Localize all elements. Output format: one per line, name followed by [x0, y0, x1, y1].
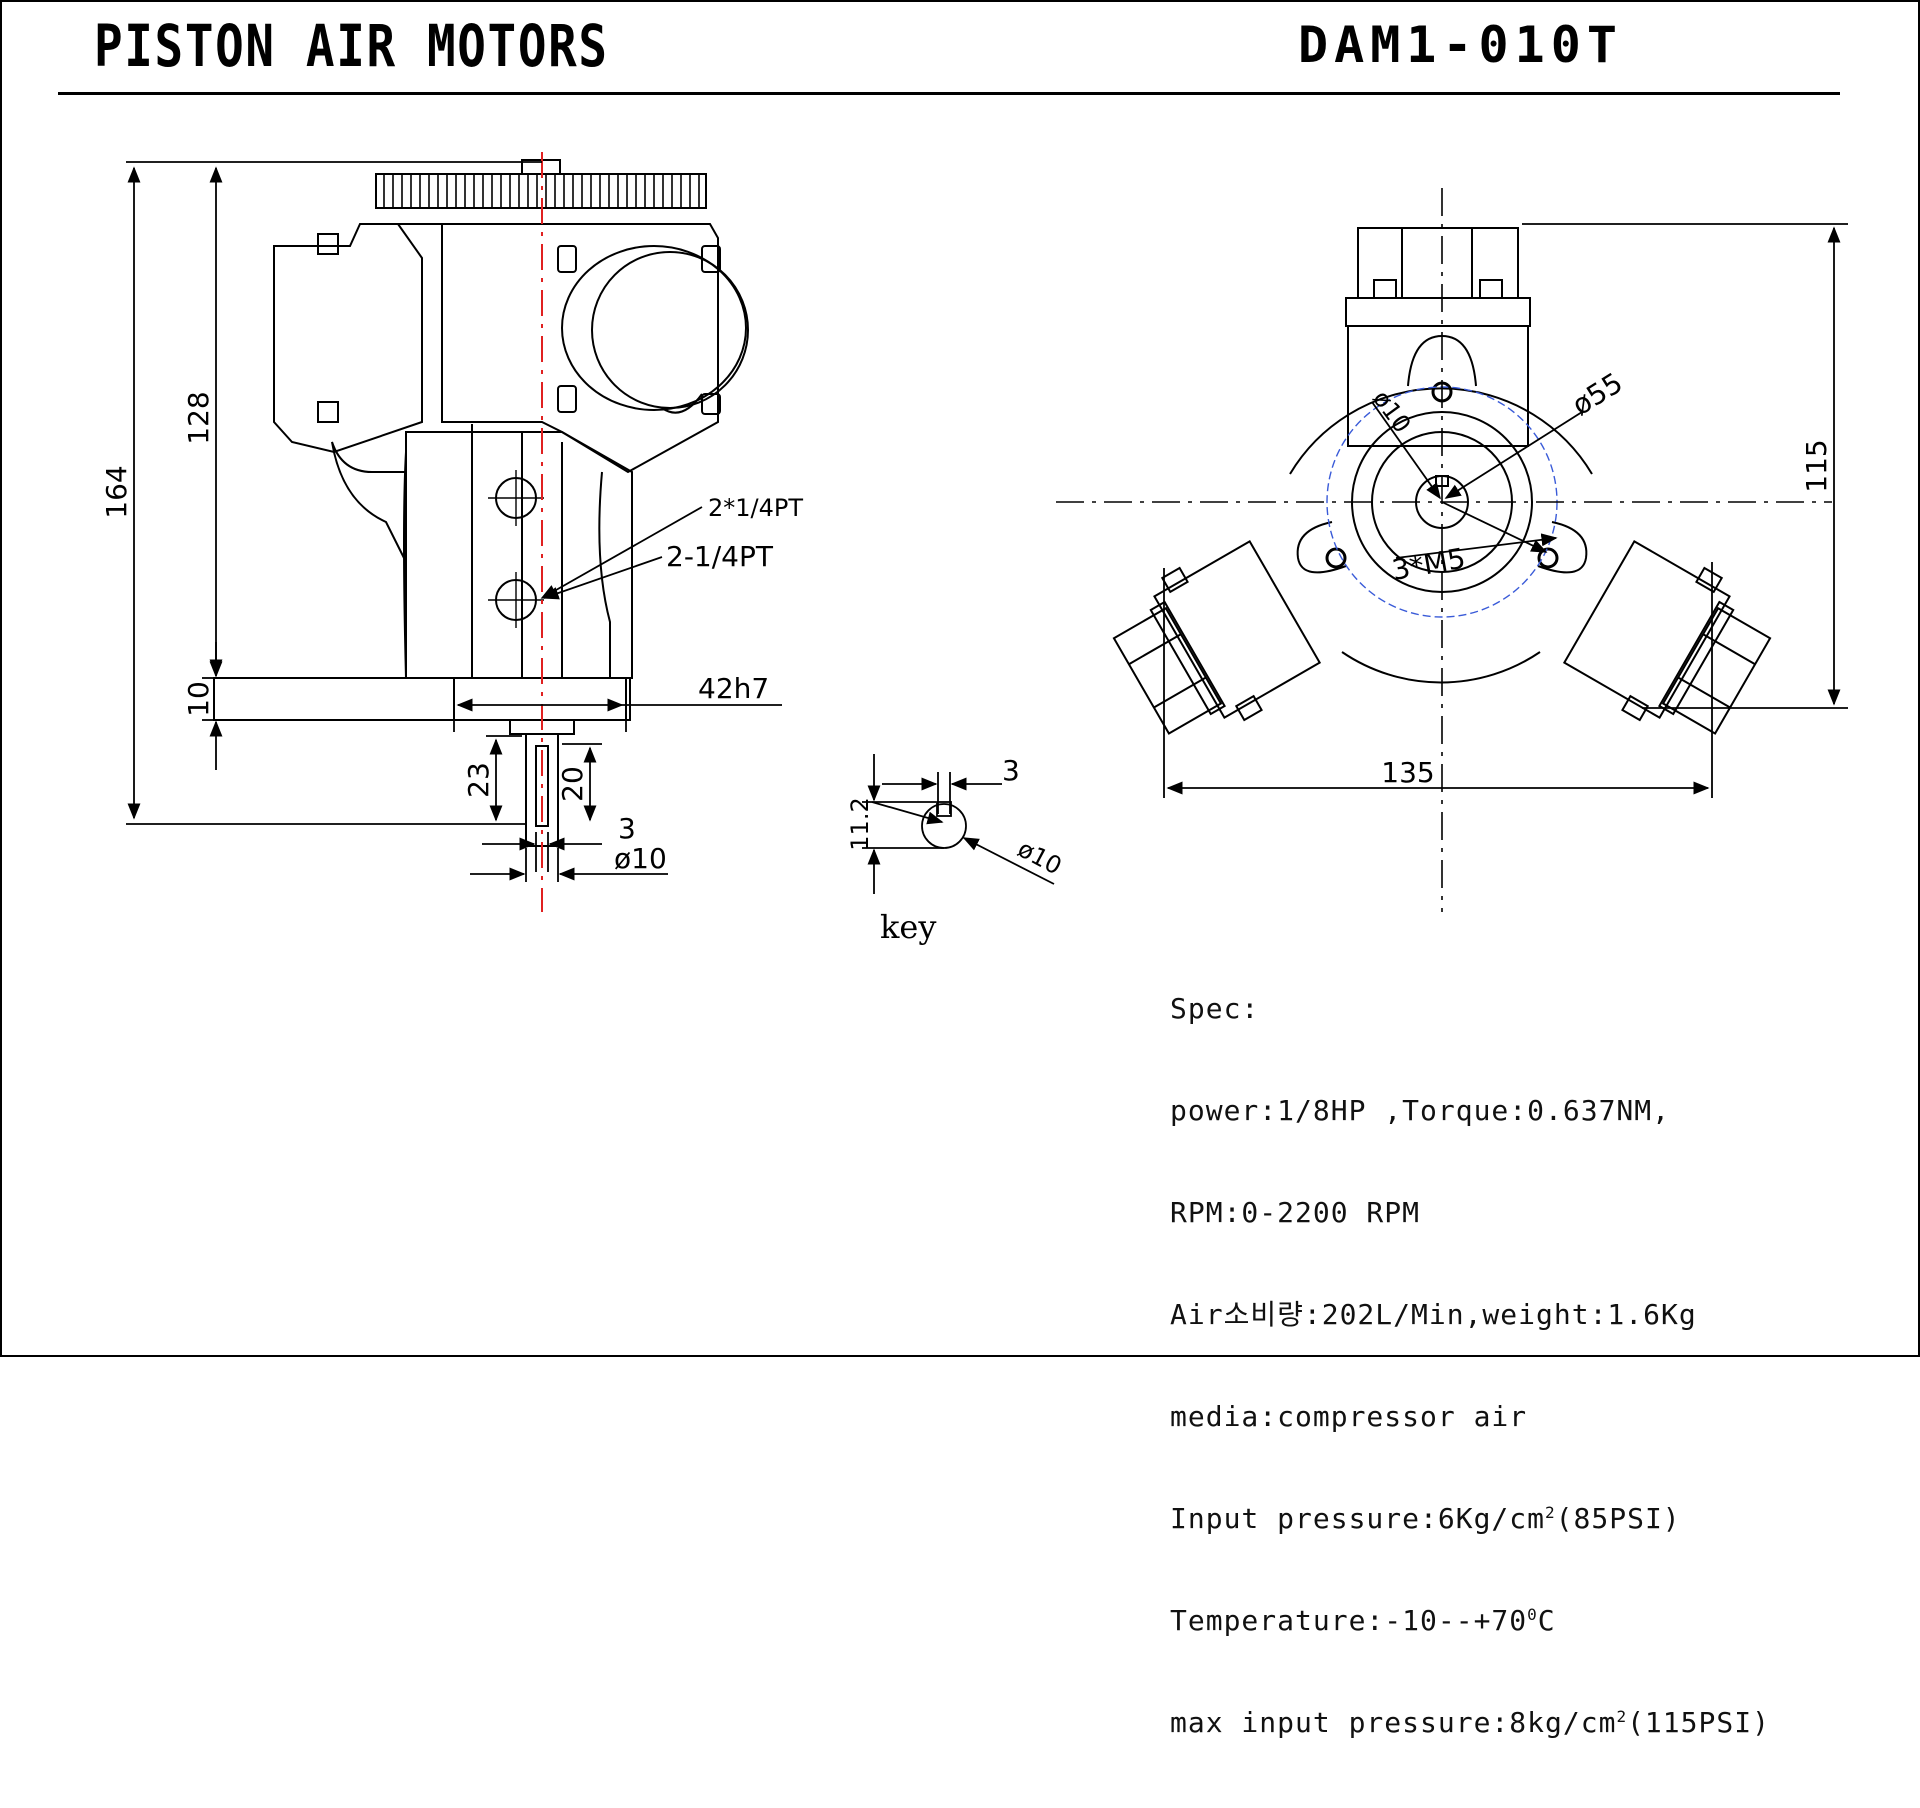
shaft-keyway [535, 745, 549, 827]
top-cylinder-flange [1345, 297, 1531, 327]
port-callout-b: 2-1/4PT [666, 540, 774, 573]
mount-hole-left [1325, 547, 1347, 569]
right-cylinder-outer [561, 245, 747, 411]
left-cylinder [1112, 540, 1322, 735]
housing-disc [1289, 387, 1593, 475]
left-piston-block [273, 223, 423, 454]
key-dim-dia: ø10 [1013, 835, 1066, 881]
dim-key-width: 3 [618, 812, 636, 845]
pilot-boss [453, 677, 627, 721]
model-number: DAM1-010T [1298, 16, 1623, 74]
mount-hole-right [1537, 547, 1559, 569]
spec-heading: Spec: [1170, 992, 1260, 1025]
dim-flange: 10 [182, 681, 215, 717]
front-dim-pcd: ø55 [1566, 366, 1628, 422]
dim-body-height: 128 [182, 391, 215, 444]
port-callout-a: 2*1/4PT [708, 494, 803, 522]
plate-lobe-right [1537, 521, 1588, 574]
spec-block: Spec: power:1/8HP ,Torque:0.637NM, RPM:0… [1170, 924, 1770, 1808]
spec-input-pressure: Input pressure:6Kg/cm2(85PSI) [1170, 1502, 1681, 1535]
right-cylinder [1562, 540, 1772, 735]
dim-overall-height: 164 [100, 465, 133, 518]
spec-power: power:1/8HP ,Torque:0.637NM, [1170, 1094, 1671, 1127]
front-dim-pilot: ø10 [1367, 385, 1416, 438]
key-slot [936, 801, 952, 817]
spec-temperature: Temperature:-10--+700C [1170, 1604, 1556, 1637]
side-view-dimensions [126, 161, 782, 882]
technical-drawing: 164 128 10 42h7 23 20 3 ø10 2*1/4PT 2-1/… [100, 152, 1848, 946]
key-detail [862, 754, 1055, 894]
bolt-head [317, 233, 339, 255]
dim-shaft-20: 20 [556, 766, 589, 802]
upper-housing [362, 223, 719, 474]
spec-max-pressure: max input pressure:8kg/cm2(115PSI) [1170, 1706, 1770, 1739]
lower-body [405, 431, 633, 679]
key-dim-width: 3 [1002, 754, 1020, 787]
dim-pilot: 42h7 [698, 672, 769, 705]
top-cylinder-head [1357, 227, 1519, 299]
plate-lobe-left [1296, 521, 1347, 574]
front-dim-height: 115 [1800, 439, 1833, 492]
title-rule [58, 92, 1840, 95]
spec-media: media:compressor air [1170, 1400, 1528, 1433]
drawing-sheet: PISTON AIR MOTORS DAM1-010T [0, 0, 1920, 1739]
dim-shaft-dia: ø10 [614, 842, 667, 875]
bolt-head [557, 385, 577, 413]
side-view [213, 159, 749, 847]
mounting-flange [213, 677, 631, 721]
bolt-head [317, 401, 339, 423]
drawing-title: PISTON AIR MOTORS [94, 12, 609, 80]
spec-air-consumption: Air소비량:202L/Min,weight:1.6Kg [1170, 1298, 1697, 1331]
bolt-head [557, 245, 577, 273]
front-dim-holes: 3*M5 [1389, 542, 1467, 587]
bolt-head [701, 393, 721, 415]
key-label: key [880, 908, 936, 946]
key-dim-depth: 11.2 [846, 797, 874, 850]
right-cylinder-inner [591, 251, 749, 409]
key-shaft-circle [921, 803, 967, 849]
front-view-dimensions [1163, 223, 1848, 798]
dim-shaft-23: 23 [462, 762, 495, 798]
front-dim-width: 135 [1381, 756, 1434, 789]
spec-rpm: RPM:0-2200 RPM [1170, 1196, 1421, 1229]
knurl-lines [383, 174, 700, 208]
top-cylinder-body [1347, 325, 1529, 447]
